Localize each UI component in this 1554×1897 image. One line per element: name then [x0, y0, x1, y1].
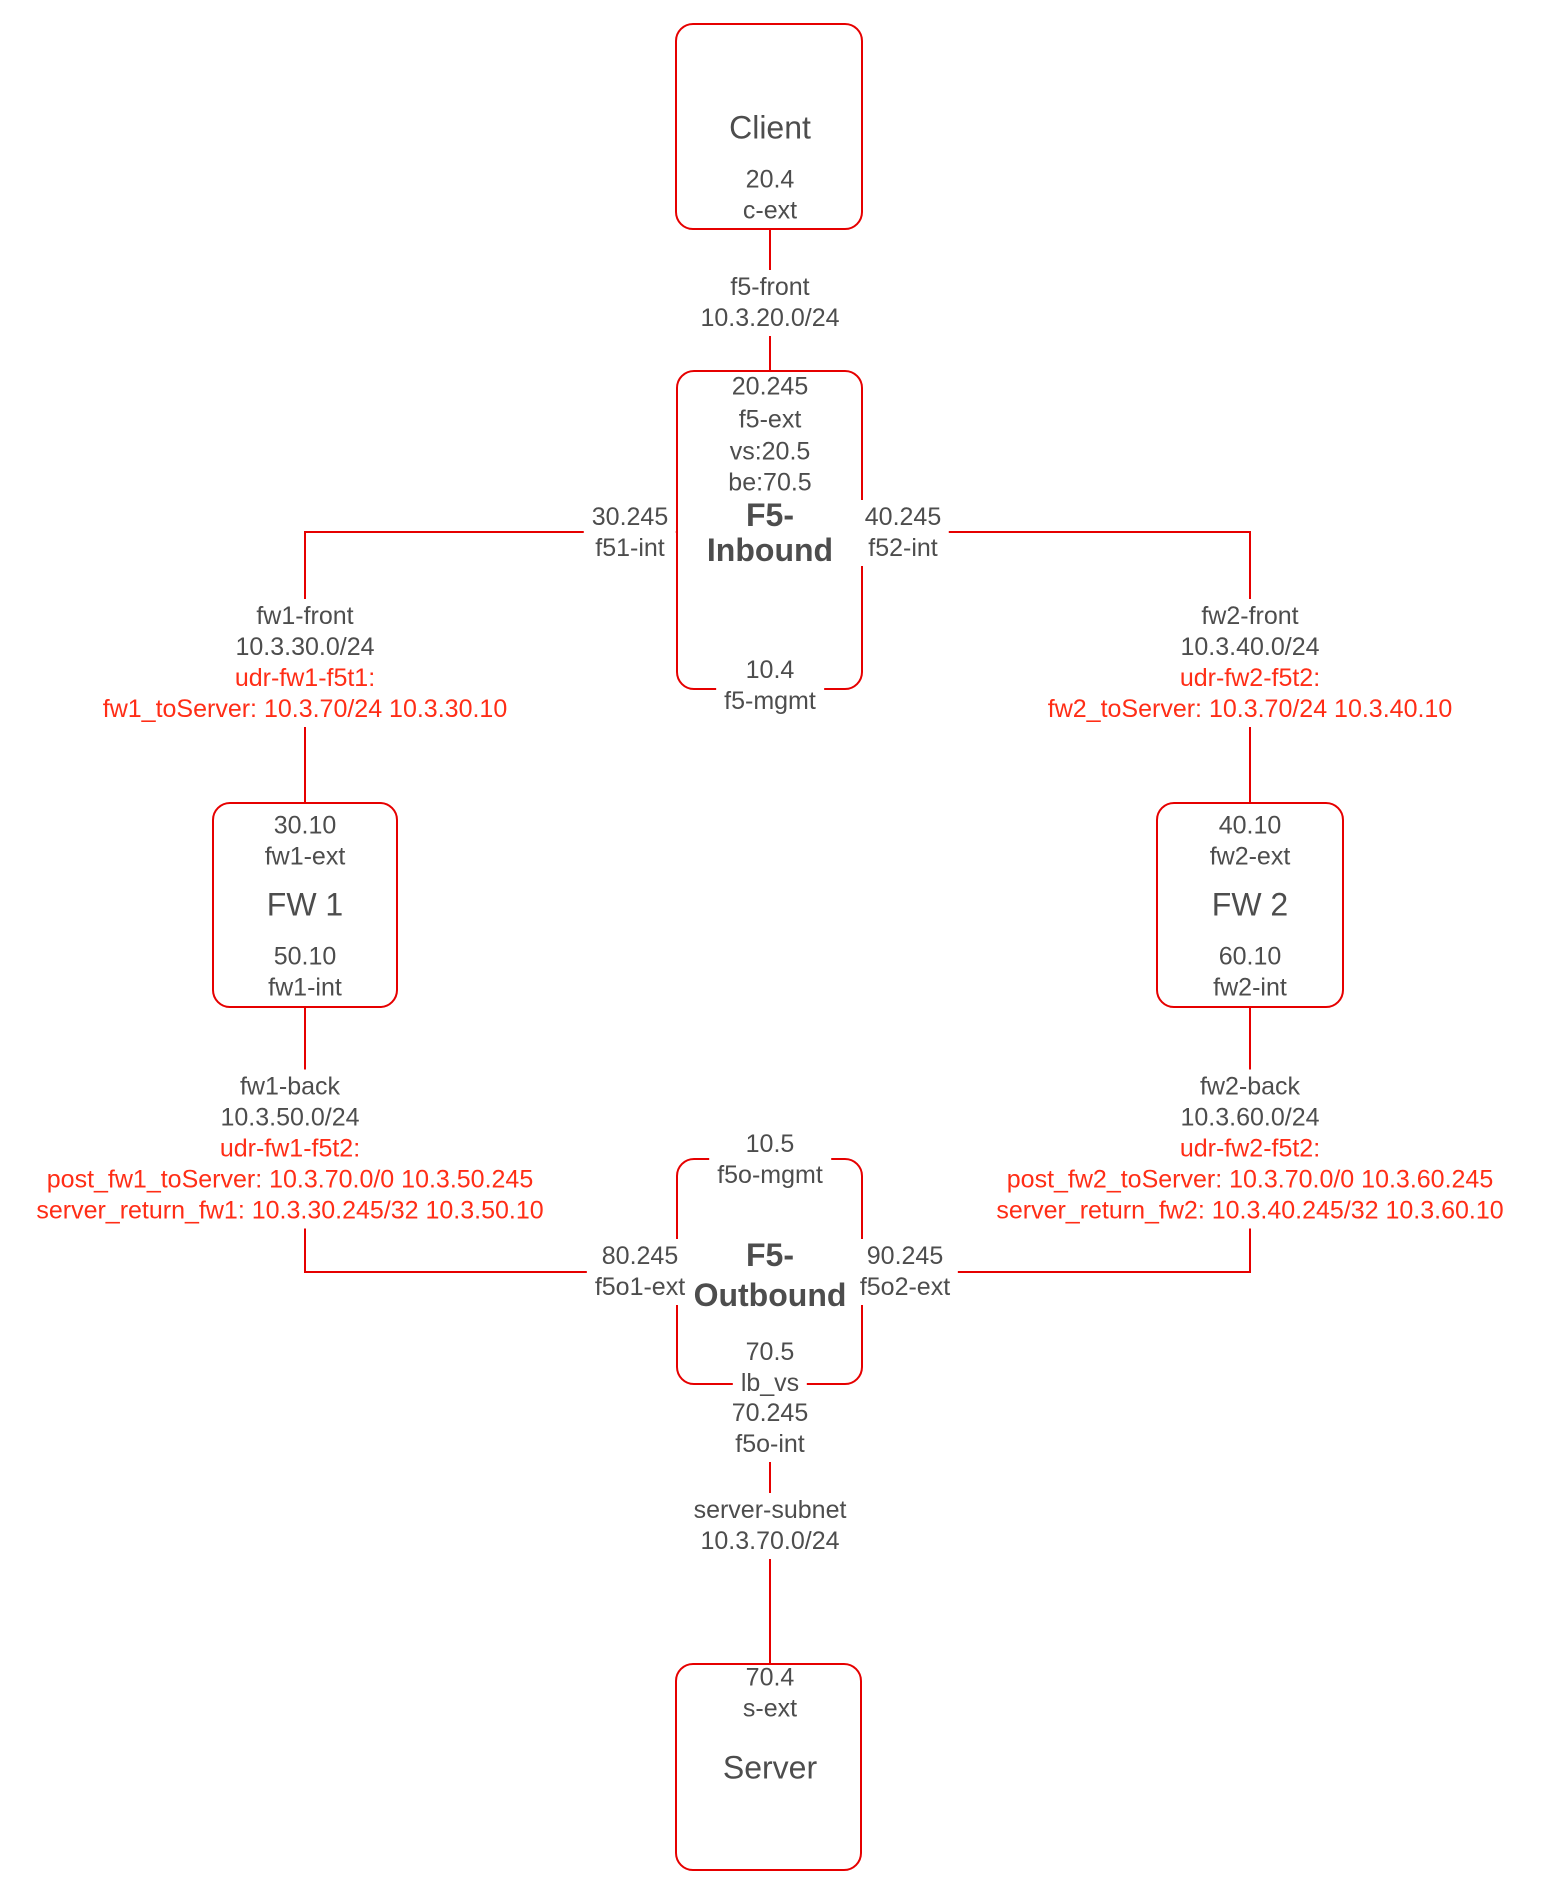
- fw2-ext-iface: fw2-ext: [1209, 842, 1291, 871]
- f5out-mgmt-label: 10.5 f5o-mgmt: [709, 1127, 831, 1193]
- link-label-f5-fw1: fw1-front 10.3.30.0/24 udr-fw1-f5t1: fw1…: [94, 599, 516, 727]
- port-ip: 40.245: [864, 503, 942, 531]
- link-route: fw2_toServer: 10.3.70/24 10.3.40.10: [1047, 695, 1453, 723]
- link-udr: udr-fw2-f5t2:: [1179, 1134, 1321, 1163]
- server-ip: 70.4: [745, 1663, 795, 1692]
- port-ip: 90.245: [866, 1242, 944, 1270]
- link-label-f5-fw2: fw2-front 10.3.40.0/24 udr-fw2-f5t2: fw2…: [1039, 599, 1461, 727]
- f5out-title-line2: Outbound: [693, 1277, 847, 1313]
- port-iface: f51-int: [595, 534, 665, 562]
- f5in-title-line2: Inbound: [706, 532, 834, 568]
- port-label-f52-int: 40.245 f52-int: [856, 500, 950, 566]
- link-subnet: 10.3.50.0/24: [220, 1103, 360, 1132]
- fw1-int-ip: 50.10: [273, 942, 337, 971]
- link-route: server_return_fw2: 10.3.40.245/32 10.3.6…: [996, 1196, 1504, 1225]
- link-subnet: 10.3.30.0/24: [235, 633, 375, 661]
- f5in-mgmt-ip: 10.4: [745, 656, 795, 684]
- f5out-int-label: 70.245 f5o-int: [723, 1396, 817, 1462]
- link-route: server_return_fw1: 10.3.30.245/32 10.3.5…: [36, 1196, 544, 1225]
- port-label-f5o2-ext: 90.245 f5o2-ext: [851, 1239, 959, 1305]
- link-udr: udr-fw1-f5t1:: [234, 664, 376, 692]
- port-label-f51-int: 30.245 f51-int: [583, 500, 677, 566]
- f5in-mgmt-iface: f5-mgmt: [724, 687, 816, 715]
- f5out-mgmt-iface: f5o-mgmt: [717, 1161, 823, 1189]
- fw1-title: FW 1: [266, 886, 344, 923]
- f5in-vs: vs:20.5: [729, 437, 811, 466]
- link-label-f5o-server: server-subnet 10.3.70.0/24: [685, 1493, 855, 1559]
- link-name: f5-front: [730, 273, 810, 301]
- f5out-title-line1: F5-: [746, 1237, 794, 1273]
- server-title: Server: [722, 1749, 818, 1786]
- f5in-ext-ip: 20.245: [731, 372, 809, 401]
- port-iface: f5o1-ext: [594, 1273, 686, 1301]
- node-client: [675, 23, 863, 230]
- node-fw2: [1156, 802, 1344, 1008]
- link-label-fw2-f5o: fw2-back 10.3.60.0/24 udr-fw2-f5t2: post…: [988, 1069, 1512, 1229]
- client-ip: 20.4: [745, 165, 795, 194]
- client-iface: c-ext: [742, 196, 798, 225]
- link-subnet: 10.3.20.0/24: [700, 304, 840, 332]
- fw2-ext-ip: 40.10: [1218, 811, 1282, 840]
- f5in-be: be:70.5: [728, 468, 812, 497]
- f5out-int-iface: f5o-int: [735, 1430, 805, 1458]
- link-route: post_fw1_toServer: 10.3.70.0/0 10.3.50.2…: [46, 1165, 534, 1194]
- link-subnet: 10.3.60.0/24: [1180, 1103, 1320, 1132]
- node-fw1: [212, 802, 398, 1008]
- f5out-vs-label: 70.5 lb_vs: [732, 1335, 808, 1401]
- node-server: [675, 1663, 862, 1871]
- link-subnet: 10.3.40.0/24: [1180, 633, 1320, 661]
- link-name: server-subnet: [693, 1496, 847, 1524]
- link-name: fw2-front: [1201, 602, 1299, 630]
- link-label-client-f5: f5-front 10.3.20.0/24: [692, 270, 848, 336]
- fw2-title: FW 2: [1211, 886, 1289, 923]
- link-name: fw1-back: [239, 1072, 341, 1101]
- link-name: fw2-back: [1199, 1072, 1301, 1101]
- f5in-ext-iface: f5-ext: [738, 405, 802, 434]
- link-udr: udr-fw1-f5t2:: [219, 1134, 361, 1163]
- fw1-ext-ip: 30.10: [273, 811, 337, 840]
- link-label-fw1-f5o: fw1-back 10.3.50.0/24 udr-fw1-f5t2: post…: [28, 1069, 552, 1229]
- fw1-ext-iface: fw1-ext: [264, 842, 346, 871]
- port-label-f5o1-ext: 80.245 f5o1-ext: [586, 1239, 694, 1305]
- fw2-int-iface: fw2-int: [1213, 973, 1287, 1002]
- link-route: fw1_toServer: 10.3.70/24 10.3.30.10: [102, 695, 508, 723]
- f5out-vs-name: lb_vs: [740, 1369, 800, 1397]
- link-name: fw1-front: [256, 602, 354, 630]
- link-udr: udr-fw2-f5t2:: [1179, 664, 1321, 692]
- f5out-vs-ip: 70.5: [745, 1338, 795, 1366]
- fw1-int-iface: fw1-int: [268, 973, 342, 1002]
- port-ip: 30.245: [591, 503, 669, 531]
- f5in-mgmt-label: 10.4 f5-mgmt: [716, 653, 824, 719]
- port-iface: f52-int: [868, 534, 938, 562]
- port-ip: 80.245: [601, 1242, 679, 1270]
- link-route: post_fw2_toServer: 10.3.70.0/0 10.3.60.2…: [1006, 1165, 1494, 1194]
- server-iface: s-ext: [742, 1694, 798, 1723]
- f5out-mgmt-ip: 10.5: [745, 1130, 795, 1158]
- fw2-int-ip: 60.10: [1218, 942, 1282, 971]
- port-iface: f5o2-ext: [859, 1273, 951, 1301]
- link-subnet: 10.3.70.0/24: [700, 1527, 840, 1555]
- f5in-title-line1: F5-: [746, 497, 794, 533]
- f5out-int-ip: 70.245: [731, 1399, 809, 1427]
- client-title: Client: [729, 109, 811, 146]
